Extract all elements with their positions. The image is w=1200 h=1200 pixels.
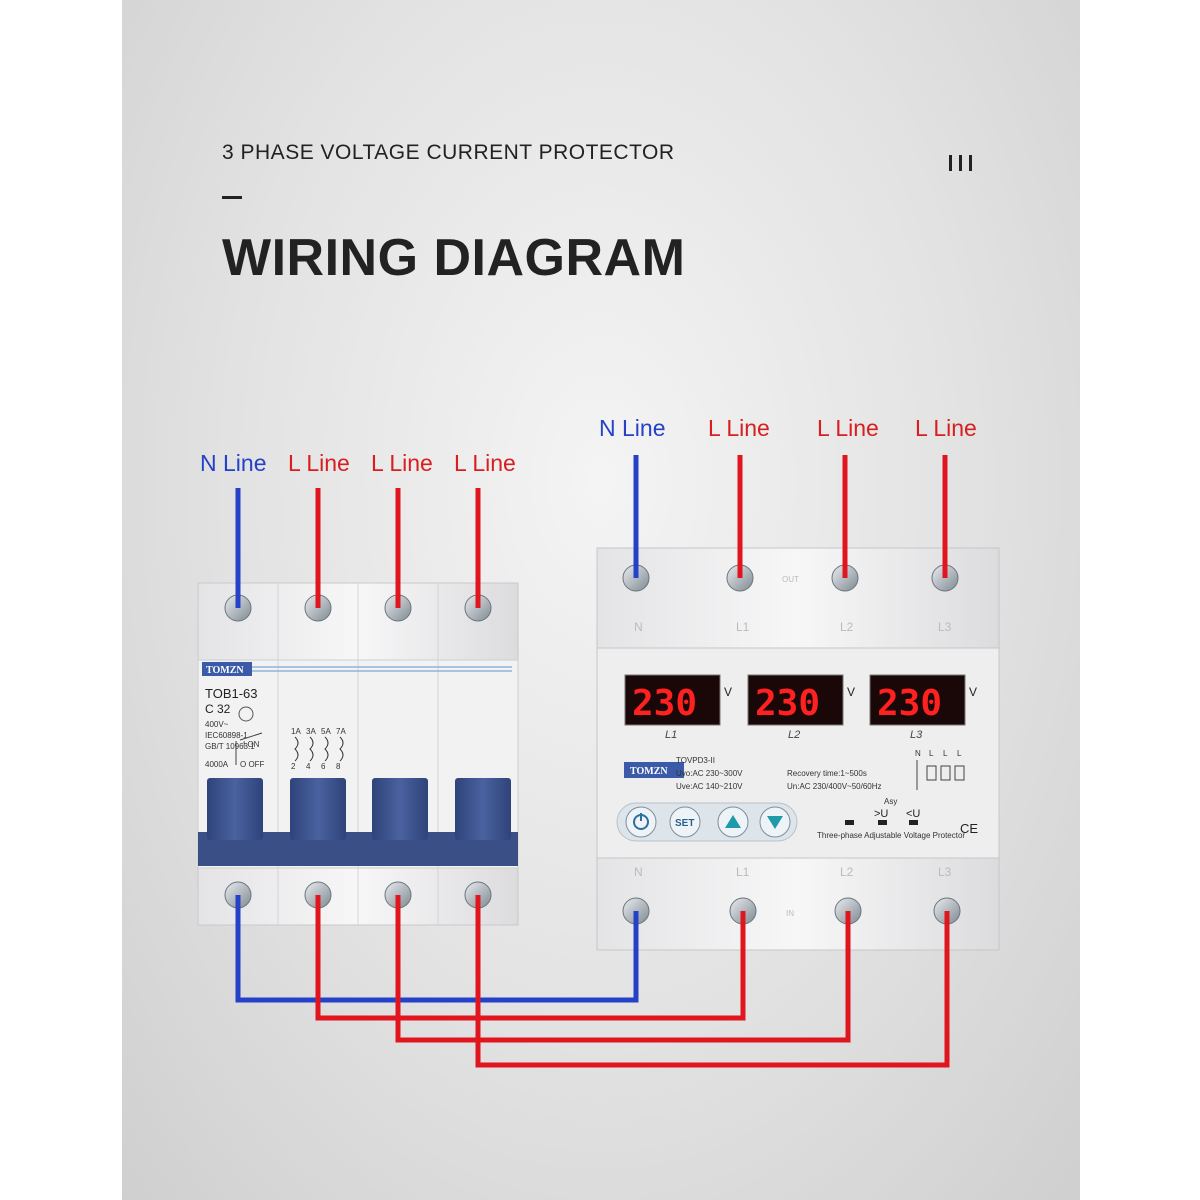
breaker-spec-capacity: 4000A [205,760,229,769]
wire-link-l3 [475,895,950,1068]
tag-out: OUT [782,575,799,584]
protector-label-n: N Line [599,415,666,441]
pole-bottom-4: 8 [336,762,341,771]
schematic-letter-1: N [915,749,921,758]
arrow-down-icon [767,816,783,829]
display-l3: 230 V L3 [869,674,977,741]
breaker-handle-2[interactable] [290,778,346,840]
display-l3-phase: L3 [910,729,923,741]
breaker-model: TOB1-63 [205,686,258,701]
tag-top-l3: L3 [938,620,952,634]
display-l2-value: 230 [755,683,820,724]
display-l1: 230 V L1 [624,674,732,741]
protector-uvo: Uvo:AC 230~300V [676,769,743,778]
breaker-on-label: I ON [243,740,260,749]
tag-bottom-l3: L3 [938,865,952,879]
tag-top-l2: L2 [840,620,854,634]
breaker-handle-4[interactable] [455,778,511,840]
protector-label-l3: L Line [915,415,977,441]
display-l3-unit: V [969,685,977,699]
button-panel [616,802,798,842]
protector-brand: TOMZN [630,766,668,777]
wire-link-l2 [395,895,851,1043]
protector-description: Three-phase Adjustable Voltage Protector [817,831,965,840]
protector-recovery: Recovery time:1~500s [787,769,867,778]
wires [235,455,950,1068]
circuit-breaker: TOMZN TOB1-63 C 32 400V~ IEC60898-1 GB/T… [197,582,519,926]
under-voltage-label: <U [906,808,920,820]
breaker-rating: C 32 [205,702,231,716]
indicator-led-3 [909,820,918,825]
power-button[interactable] [625,806,657,838]
tag-top-n: N [634,620,643,634]
indicator-led-1 [845,820,854,825]
breaker-spec-standard: IEC60898-1 [205,731,248,740]
protector-brand-badge [624,762,684,778]
breaker-label-l1: L Line [288,450,350,476]
wire-link-l1 [315,895,746,1021]
ccc-mark-icon [238,706,254,722]
schematic-letter-3: L [943,749,948,758]
display-l1-value: 230 [632,683,697,724]
protector-label-l2: L Line [817,415,879,441]
asy-label: Asy [884,797,897,806]
title-dash [222,196,242,199]
protector-screws [622,564,961,925]
protector-uve: Uve:AC 140~210V [676,782,743,791]
schematic-letter-4: L [957,749,962,758]
breaker-label-l3: L Line [454,450,516,476]
display-l1-phase: L1 [665,729,677,741]
page-subtitle: 3 PHASE VOLTAGE CURRENT PROTECTOR [222,141,675,164]
pole-top-3: 5A [321,727,331,736]
protector-terminal-tags-bottom: N L1 L2 L3 IN [634,865,952,918]
pole-top-1: 1A [291,727,301,736]
pole-bottom-1: 2 [291,762,296,771]
breaker-brand-badge [202,662,252,676]
breaker-spec-voltage: 400V~ [205,720,229,729]
tag-bottom-n: N [634,865,643,879]
breaker-handle-1[interactable] [207,778,263,840]
ce-mark: CE [960,821,978,836]
menu-icon[interactable] [946,155,976,171]
over-voltage-label: >U [874,808,888,820]
set-button[interactable]: SET [669,806,701,838]
set-button-label: SET [675,818,694,829]
breaker-handle-3[interactable] [372,778,428,840]
display-l2-unit: V [847,685,855,699]
breaker-label-n: N Line [200,450,267,476]
pole-bottom-2: 4 [306,762,311,771]
down-button[interactable] [759,806,791,838]
tag-in: IN [786,909,794,918]
display-l3-value: 230 [877,683,942,724]
breaker-spec-gbt: GB/T 10963.1 [205,742,255,751]
schematic-letter-2: L [929,749,934,758]
protector-terminal-tags-top: N L1 L2 L3 OUT [634,575,952,634]
breaker-pole-schematic: 1A 3A 5A 7A 2 4 6 8 [291,727,346,771]
protector-un: Un:AC 230/400V~50/60Hz [787,782,882,791]
tag-bottom-l2: L2 [840,865,854,879]
tag-top-l1: L1 [736,620,750,634]
display-l2-phase: L2 [788,729,800,741]
pole-bottom-3: 6 [321,762,326,771]
up-button[interactable] [717,806,749,838]
display-l1-unit: V [724,685,732,699]
voltage-protector: N L1 L2 L3 OUT N L1 L2 L3 IN 230 V L1 [596,547,1000,951]
breaker-brand: TOMZN [206,665,244,676]
display-l2: 230 V L2 [747,674,855,741]
protector-schematic-icon: N L L L [915,749,965,790]
pole-top-4: 7A [336,727,346,736]
wire-link-n [235,895,639,1003]
indicator-led-2 [878,820,887,825]
protector-model: TOVPD3-II [676,756,715,765]
arrow-up-icon [725,815,741,828]
breaker-label-l2: L Line [371,450,433,476]
protector-label-l1: L Line [708,415,770,441]
pole-top-2: 3A [306,727,316,736]
tag-bottom-l1: L1 [736,865,750,879]
breaker-off-label: O OFF [240,760,265,769]
page-title: WIRING DIAGRAM [222,229,686,287]
